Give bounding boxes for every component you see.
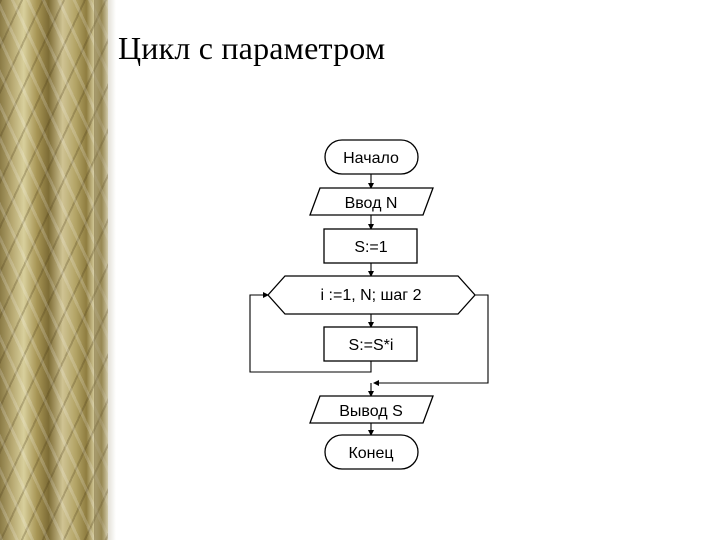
slide-title: Цикл с параметром (118, 30, 386, 66)
init-process: S:=1 (323, 228, 418, 264)
body-label: S:=S*i (349, 337, 394, 354)
start-label: Начало (343, 150, 399, 167)
output-label: Вывод S (339, 403, 403, 420)
input-label: Ввод N (345, 195, 398, 212)
body-process: S:=S*i (323, 326, 418, 362)
input-parallelogram: Ввод N (309, 187, 434, 216)
start-terminal: Начало (324, 139, 419, 175)
output-parallelogram: Вывод S (309, 395, 434, 424)
marble-border-shadow (94, 0, 116, 540)
loop-hexagon: i :=1, N; шаг 2 (267, 275, 476, 315)
loop-back-connector (249, 292, 372, 373)
end-label: Конец (348, 445, 393, 462)
loop-label: i :=1, N; шаг 2 (321, 287, 422, 304)
marble-border (0, 0, 108, 540)
loop-exit-connector (373, 294, 489, 386)
end-terminal: Конец (324, 434, 419, 470)
init-label: S:=1 (354, 239, 387, 256)
